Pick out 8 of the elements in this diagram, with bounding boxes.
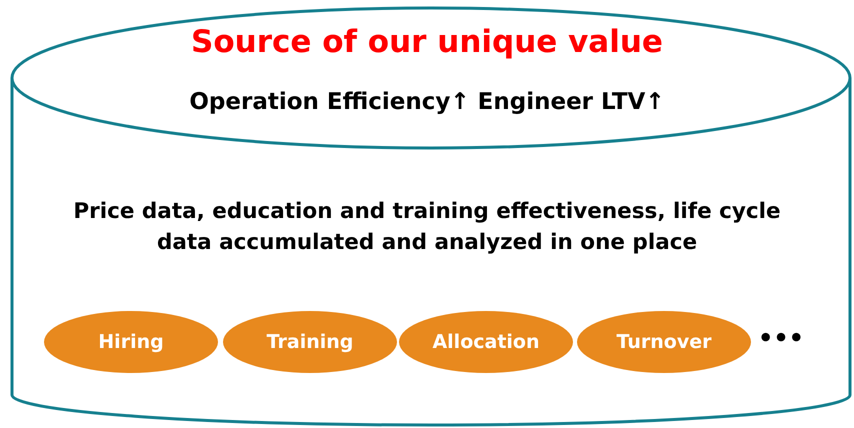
heading: Source of our unique value <box>190 23 664 62</box>
stage-ellipse: Turnover <box>577 311 751 373</box>
stage-ellipse: Training <box>223 311 397 373</box>
subheading: Operation Efficiency↑ Engineer LTV↑ <box>188 88 666 117</box>
stage-ellipse: Hiring <box>44 311 218 373</box>
description: Price data, education and training effectiveness, life cycle data accumulated and analyzed in one place <box>72 198 782 258</box>
stage-ellipse: Allocation <box>399 311 573 373</box>
ellipsis-mark: ••• <box>758 324 804 352</box>
